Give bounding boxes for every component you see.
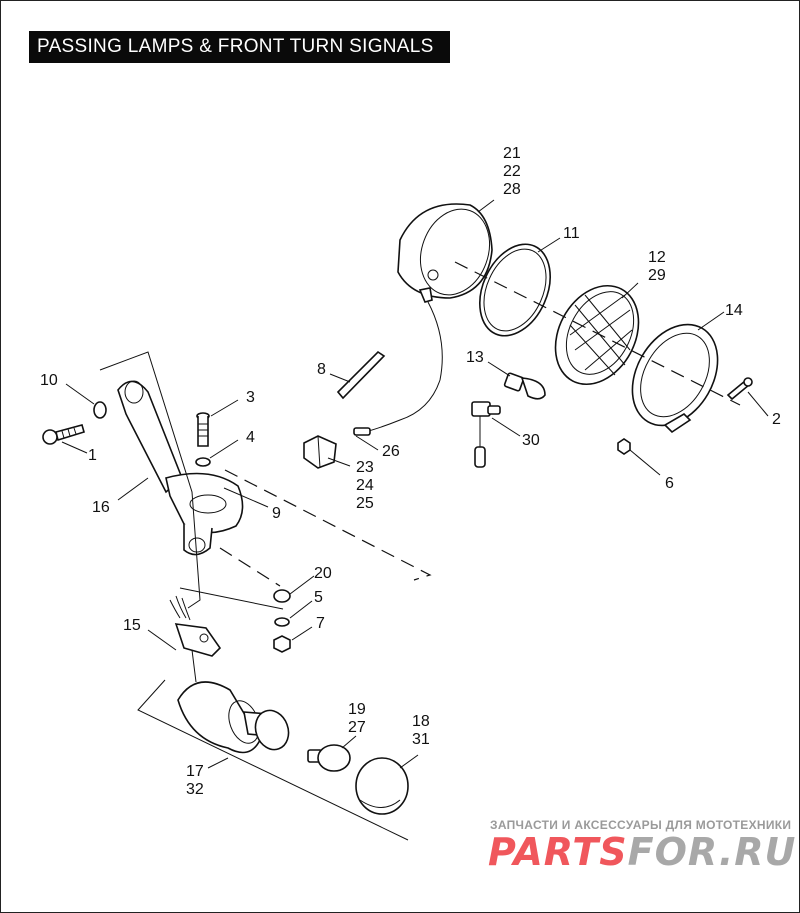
cable-strap	[336, 350, 386, 400]
callout-23: 23	[356, 459, 374, 476]
callout-15: 15	[123, 617, 141, 634]
bracket-link	[179, 587, 284, 610]
callout-20: 20	[314, 565, 332, 582]
callout-labels: 21 22 28 11 12 29 14 13 30 8 10 1 3 4 2 …	[40, 145, 781, 798]
lamp-housing	[397, 203, 493, 303]
watermark-subtitle: ЗАПЧАСТИ И АКСЕССУАРЫ ДЛЯ МОТОТЕХНИКИ	[490, 818, 792, 832]
callout-2: 2	[772, 411, 781, 428]
callout-25: 25	[356, 495, 374, 512]
callout-3: 3	[246, 389, 255, 406]
washer-4	[195, 457, 211, 467]
lens-18	[355, 757, 409, 815]
screw-3	[196, 412, 210, 447]
callout-24: 24	[356, 477, 374, 494]
callout-32: 32	[186, 781, 204, 798]
page-title: PASSING LAMPS & FRONT TURN SIGNALS	[29, 31, 450, 63]
nut-6	[617, 438, 631, 455]
callout-30: 30	[522, 432, 540, 449]
callout-28: 28	[503, 181, 521, 198]
callout-10: 10	[40, 372, 58, 389]
callout-26: 26	[382, 443, 400, 460]
signal-mount	[169, 595, 222, 683]
bracket-outline	[99, 351, 201, 609]
callout-14: 14	[725, 302, 743, 319]
lamp-wire	[364, 301, 443, 433]
trim-ring	[631, 323, 719, 434]
nut-7	[273, 635, 291, 653]
washer-5	[274, 617, 290, 627]
bracket-dash-1	[224, 469, 432, 581]
callout-19: 19	[348, 701, 366, 718]
callout-17: 17	[186, 763, 204, 780]
watermark-logo-left: PARTS	[488, 830, 628, 874]
watermark-logo: PARTSFOR.RU	[488, 830, 796, 874]
callout-5: 5	[314, 589, 323, 606]
callout-16: 16	[92, 499, 110, 516]
callout-22: 22	[503, 163, 521, 180]
callout-6: 6	[665, 475, 674, 492]
watermark-logo-right: FOR.RU	[627, 830, 797, 874]
callout-9: 9	[272, 505, 281, 522]
signal-housing	[177, 681, 290, 754]
callout-21: 21	[503, 145, 521, 162]
bolt-1	[42, 424, 85, 445]
signal-outline	[137, 679, 409, 841]
socket-30	[471, 401, 501, 468]
lamp-axis	[454, 261, 741, 406]
bullet-connector	[353, 427, 371, 436]
lamp-unit	[554, 284, 640, 386]
connector-23	[303, 435, 337, 469]
callout-1: 1	[88, 447, 97, 464]
callout-29: 29	[648, 267, 666, 284]
callout-18: 18	[412, 713, 430, 730]
washer-10	[93, 401, 107, 419]
bulb-13	[503, 372, 546, 400]
screw-2	[726, 377, 753, 401]
callout-12: 12	[648, 249, 666, 266]
mounting-bracket	[117, 380, 244, 556]
retaining-ring	[479, 243, 551, 337]
leader-lines	[61, 199, 769, 769]
callout-27: 27	[348, 719, 366, 736]
callout-13: 13	[466, 349, 484, 366]
bracket-dash-2	[219, 547, 281, 587]
bulb-19	[307, 744, 351, 772]
spacer-20	[273, 589, 291, 603]
callout-8: 8	[317, 361, 326, 378]
callout-11: 11	[563, 225, 580, 242]
callout-31: 31	[412, 731, 430, 748]
callout-4: 4	[246, 429, 255, 446]
callout-7: 7	[316, 615, 325, 632]
